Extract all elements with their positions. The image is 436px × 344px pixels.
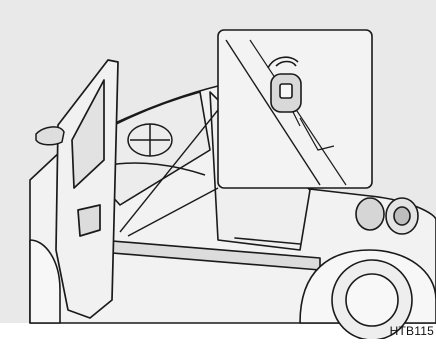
figure-code-label: HTB115 — [390, 325, 434, 337]
inset-detail — [218, 30, 372, 188]
